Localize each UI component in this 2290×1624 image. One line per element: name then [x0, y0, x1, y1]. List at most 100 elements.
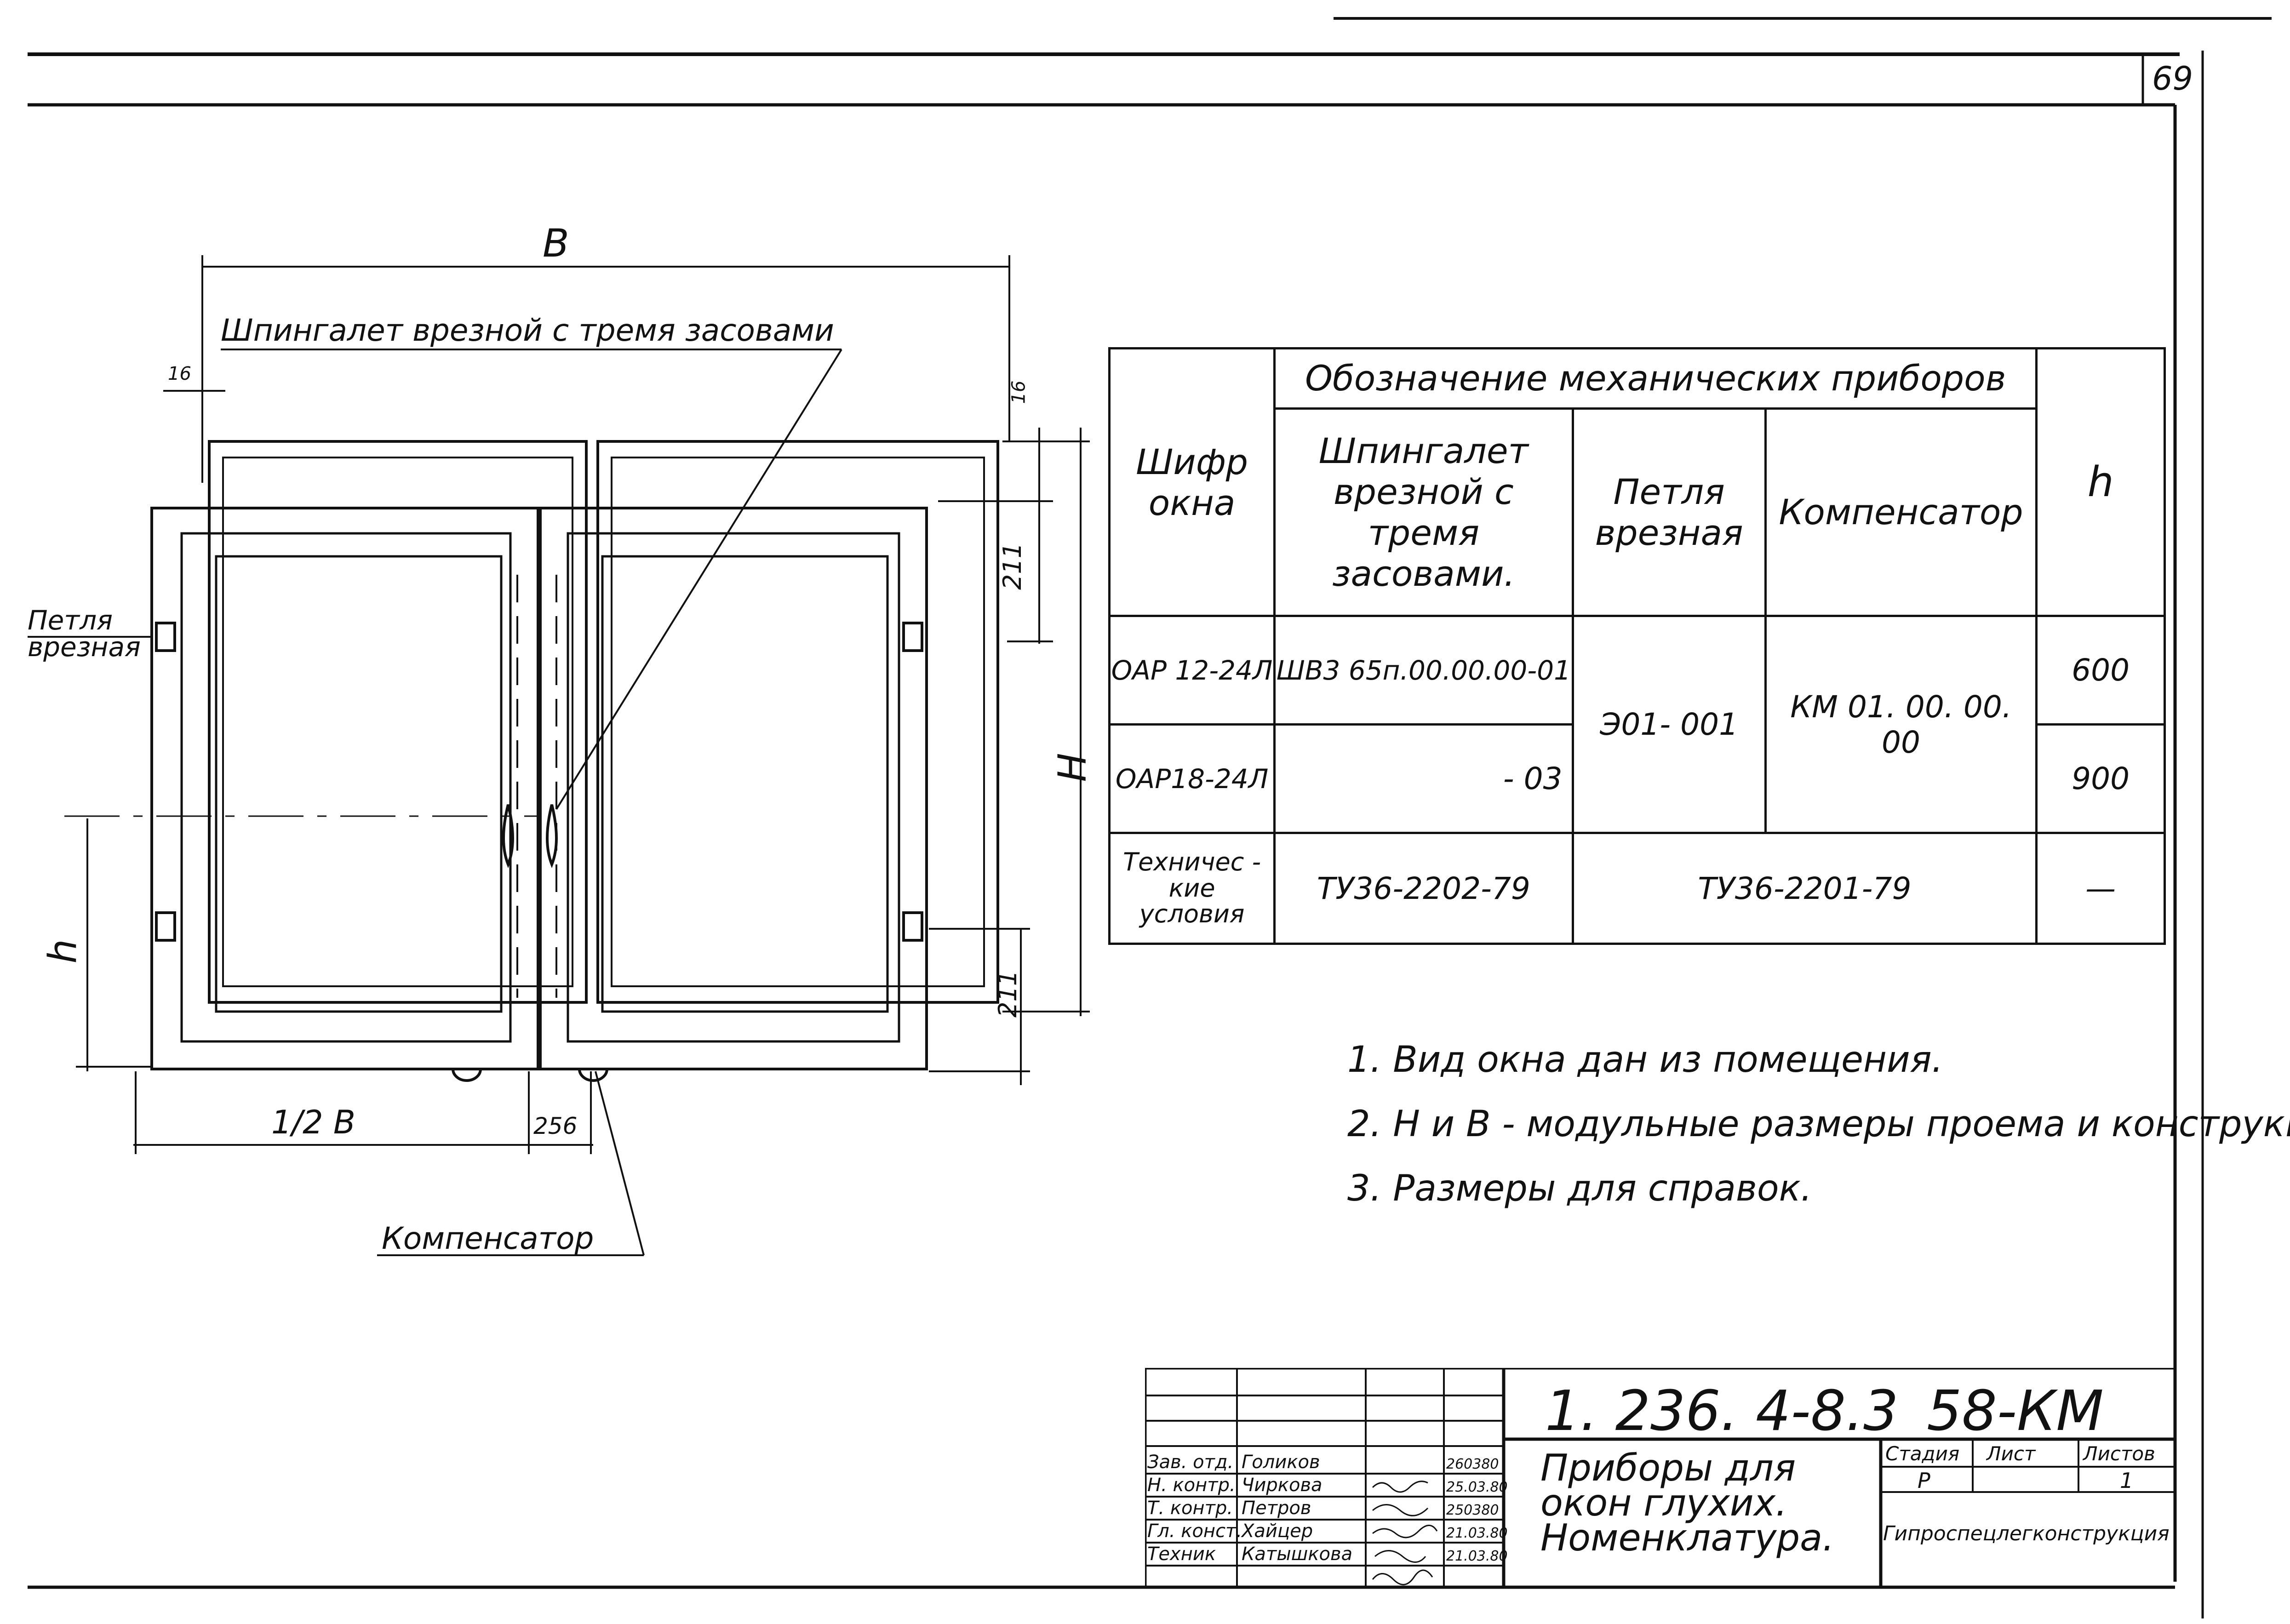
signature-5 [1372, 1569, 1433, 1585]
rear-sash-right [596, 440, 999, 1004]
hinge-right-top [902, 622, 923, 652]
col-header-hinge-line1: Петля [1613, 471, 1725, 512]
signature-3 [1372, 1525, 1438, 1538]
dim-label-h: h [40, 939, 86, 964]
staff-roles: Зав. отд. Н. контр. Т. контр. Гл. конст.… [1147, 1451, 1242, 1566]
compensator-left [452, 1069, 482, 1082]
rear-sash-left-inner [222, 457, 573, 987]
staff-role-3: Т. контр. [1147, 1498, 1233, 1519]
staff-role-5: Техник [1147, 1544, 1216, 1565]
col-header-code-line2: окна [1148, 482, 1236, 523]
signature-4 [1374, 1550, 1426, 1563]
label-espagnolette: Шпингалет врезной с тремя засовами [221, 313, 834, 348]
staff-name-2: Чиркова [1242, 1475, 1322, 1496]
col-header-hinge: Петля врезная [1571, 407, 1767, 618]
staff-date-4: 21.03.80 [1446, 1525, 1508, 1541]
rear-sash-right-inner [611, 457, 985, 987]
col-header-code: Шифр окна [1108, 347, 1276, 618]
staff-name-4: Хайцер [1242, 1521, 1313, 1542]
sheets-value: 1 [2120, 1468, 2134, 1493]
row3-label: Техничес - кие условия [1108, 832, 1276, 945]
row1-h: 600 [2035, 615, 2166, 726]
doc-sheet: 58-КМ [1927, 1379, 2104, 1443]
handle-left [502, 804, 514, 869]
staff-dates: 260380 25.03.80 250380 21.03.80 21.03.80 [1446, 1453, 1508, 1568]
staff-name-1: Голиков [1242, 1452, 1320, 1473]
row3-label-line2: кие [1168, 873, 1215, 903]
row3-h: — [2035, 832, 2166, 945]
signature-1 [1372, 1481, 1428, 1493]
label-hinge: Петля врезная [28, 607, 141, 660]
row3-label-line3: условия [1139, 899, 1245, 929]
notes: 1. Вид окна дан из помещения. 2. Н и В -… [1347, 1039, 2290, 1232]
note-2: 2. Н и В - модульные размеры проема и ко… [1347, 1104, 2290, 1145]
staff-date-3: 250380 [1446, 1502, 1499, 1518]
doc-title-line1: Приборы для [1540, 1447, 1796, 1489]
front-sash-right-inner [567, 532, 900, 1043]
title-block: 1. 236. 4-8.3 58-КМ Приборы для окон глу… [1145, 1368, 2175, 1587]
col-header-hinge-line2: врезная [1595, 512, 1743, 553]
dim-label-H: H [1049, 753, 1095, 782]
col-header-espag-line1: Шпингалет [1318, 430, 1529, 471]
row2-code: ОАР18-24Л [1108, 723, 1276, 835]
dim-label-B: B [543, 221, 569, 266]
dim-label-211-bottom: 211 [993, 970, 1023, 1018]
row3-label-line1: Техничес - [1123, 847, 1261, 876]
staff-role-4: Гл. конст. [1147, 1521, 1242, 1542]
doc-code: 1. 236. 4-8.3 [1545, 1379, 1899, 1443]
dim-label-16-left: 16 [168, 363, 191, 384]
col-header-h: h [2035, 347, 2166, 618]
compensator-right [578, 1069, 608, 1082]
row3-espagnolette: ТУ36-2202-79 [1273, 832, 1574, 945]
front-sash-left-inner [180, 532, 512, 1043]
col-header-code-line1: Шифр [1136, 441, 1248, 482]
title-block-grid [1145, 1368, 2175, 1587]
stage-label: Стадия [1885, 1442, 1960, 1465]
row1-espagnolette: ШВ3 65п.00.00.00-01 [1273, 615, 1574, 726]
row1-code: ОАР 12-24Л [1108, 615, 1276, 726]
stage-value: Р [1918, 1468, 1930, 1493]
staff-name-3: Петров [1242, 1498, 1311, 1519]
shared-hinge: Э01- 001 [1571, 615, 1767, 835]
signatures [1372, 1481, 1438, 1585]
hinge-left-bottom [155, 911, 176, 942]
col-header-espag-line3: засовами. [1332, 553, 1515, 594]
dim-label-16-right: 16 [1008, 380, 1030, 404]
col-header-compensator: Компенсатор [1764, 407, 2038, 618]
sheets-label: Листов [2083, 1442, 2155, 1465]
handle-right [546, 804, 558, 869]
doc-title-line3: Номенклатура. [1540, 1516, 1834, 1559]
note-1: 1. Вид окна дан из помещения. [1347, 1039, 1943, 1081]
staff-date-5: 21.03.80 [1446, 1548, 1508, 1564]
front-sash-right [539, 507, 928, 1070]
sheet-label: Лист [1987, 1442, 2036, 1465]
dim-label-211-top: 211 [998, 542, 1027, 590]
col-header-espag-line2: врезной с тремя [1334, 471, 1514, 553]
note-3: 3. Размеры для справок. [1347, 1168, 1812, 1209]
header-group: Обозначение механических приборов [1273, 347, 2038, 410]
spec-table: Шифр окна Обозначение механических прибо… [1108, 347, 2166, 945]
staff-role-2: Н. контр. [1147, 1475, 1236, 1496]
row3-hinge-compensator: ТУ36-2201-79 [1571, 832, 2038, 945]
doc-title: Приборы для окон глухих. Номенклатура. [1540, 1447, 1834, 1559]
col-header-espagnolette: Шпингалет врезной с тремя засовами. [1273, 407, 1574, 618]
label-compensator: Компенсатор [382, 1221, 594, 1256]
front-sash-left [150, 507, 539, 1070]
dim-label-half-B: 1/2 B [271, 1104, 355, 1141]
row2-espagnolette: - 03 [1273, 723, 1574, 835]
organization: Гипроспецлегконструкция [1883, 1522, 2170, 1545]
front-sash-right-glass [601, 555, 889, 1013]
signature-2 [1372, 1504, 1429, 1516]
hinge-left-top [155, 622, 176, 652]
leader-espagnolette [555, 349, 842, 810]
rear-sash-left [208, 440, 588, 1004]
page-number: 69 [2152, 60, 2193, 97]
leader-compensator [595, 1071, 645, 1256]
label-hinge-line2: врезная [28, 631, 141, 663]
window-elevation-drawing [28, 255, 1090, 1256]
dim-label-256: 256 [533, 1113, 578, 1139]
label-hinge-line1: Петля [28, 605, 113, 636]
shared-compensator: КМ 01. 00. 00. 00 [1764, 615, 2038, 835]
staff-name-5: Катышкова [1242, 1544, 1353, 1565]
